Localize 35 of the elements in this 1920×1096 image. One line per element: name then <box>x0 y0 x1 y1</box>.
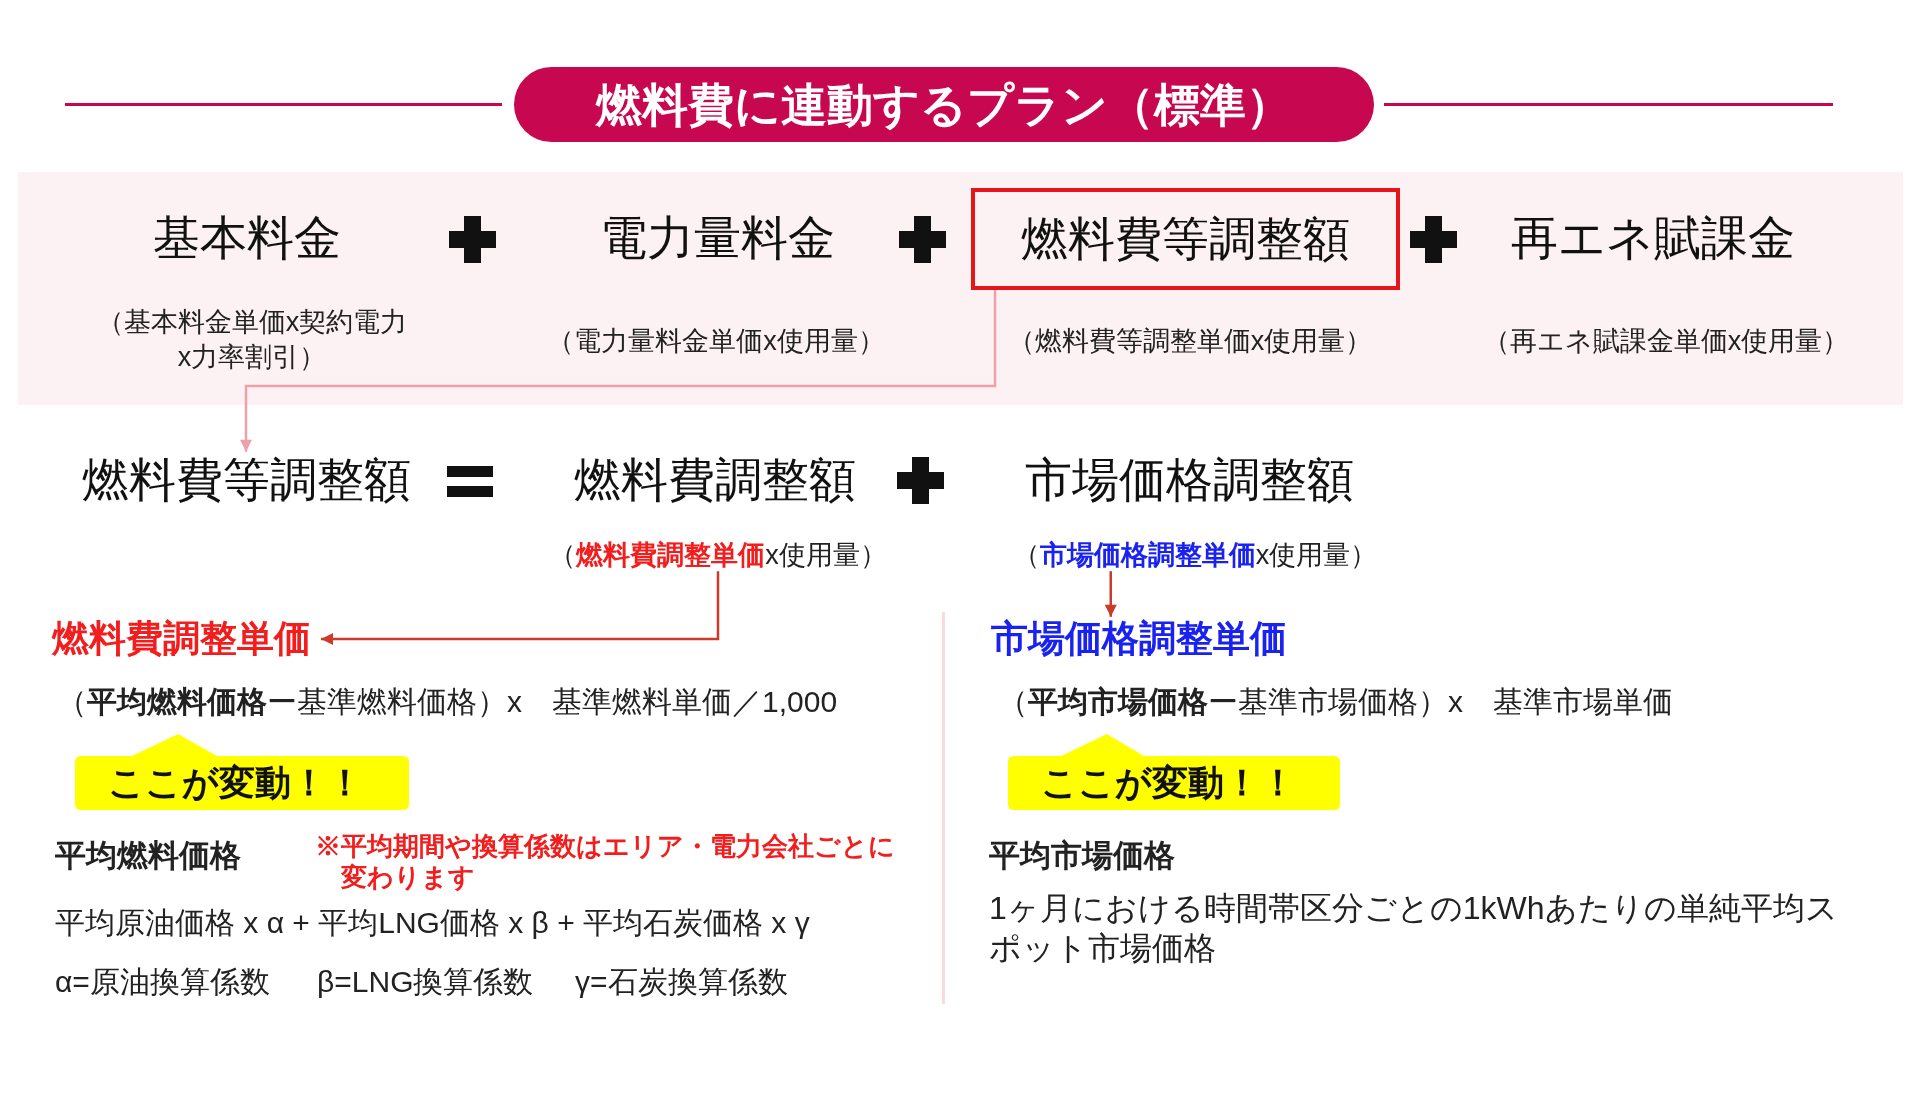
term-text: 市場価格調整額 <box>1024 451 1354 508</box>
term-text: 再エネ賦課金 <box>1511 209 1795 266</box>
subheading-text: 平均市場価格 <box>989 837 1175 875</box>
callout-text: ここが変動！！ <box>108 761 363 805</box>
highlight-frame <box>971 188 1400 290</box>
arrow <box>1104 571 1117 617</box>
formula-text: （市場価格調整単価x使用量） <box>1012 538 1378 572</box>
definition-text: β=LNG換算係数 <box>317 964 534 1000</box>
formula-text: 平均原油価格 x α + 平均LNG価格 x β + 平均石炭価格 x γ <box>55 905 810 941</box>
callout-text: ここが変動！！ <box>1041 761 1296 805</box>
term-text: 燃料費等調整額 <box>81 451 411 509</box>
title-banner: 燃料費に連動するプラン（標準） <box>514 67 1374 142</box>
subheading-text: 平均燃料価格 <box>55 837 241 875</box>
term-text: 電力量料金 <box>599 209 835 266</box>
speech-bubble <box>75 734 409 810</box>
formula-text: （再エネ賦課金単価x使用量） <box>1482 324 1850 358</box>
formula-text: （電力量料金単価x使用量） <box>547 324 885 358</box>
formula-text: （平均市場価格ー基準市場価格）x 基準市場単価 <box>998 684 1673 720</box>
definition-text: γ=石炭換算係数 <box>575 964 788 1000</box>
arrow <box>240 290 997 452</box>
note-text: ※平均期間や換算係数はエリア・電力会社ごとに変わります <box>315 831 896 893</box>
formula-text: （燃料費調整単価x使用量） <box>549 538 887 572</box>
definition-text: α=原油換算係数 <box>55 964 270 1000</box>
formula-text: （燃料費等調整単価x使用量） <box>1007 324 1373 358</box>
description-text: 1ヶ月における時間帯区分ごとの1kWhあたりの単純平均スポット市場価格 <box>989 889 1839 968</box>
formula-text: （平均燃料価格ー基準燃料価格）x 基準燃料単価／1,000 <box>57 684 838 720</box>
formula-text: （基本料金単価x契約電力x力率割引） <box>95 306 409 374</box>
heading-text: 市場価格調整単価 <box>991 616 1287 662</box>
term-text: 燃料費等調整額 <box>1021 210 1350 267</box>
speech-bubble <box>1008 734 1340 810</box>
formula-band <box>18 172 1903 405</box>
heading-text: 燃料費調整単価 <box>52 616 311 662</box>
arrow <box>321 571 720 645</box>
term-text: 燃料費調整額 <box>574 451 856 508</box>
term-text: 基本料金 <box>153 209 341 266</box>
